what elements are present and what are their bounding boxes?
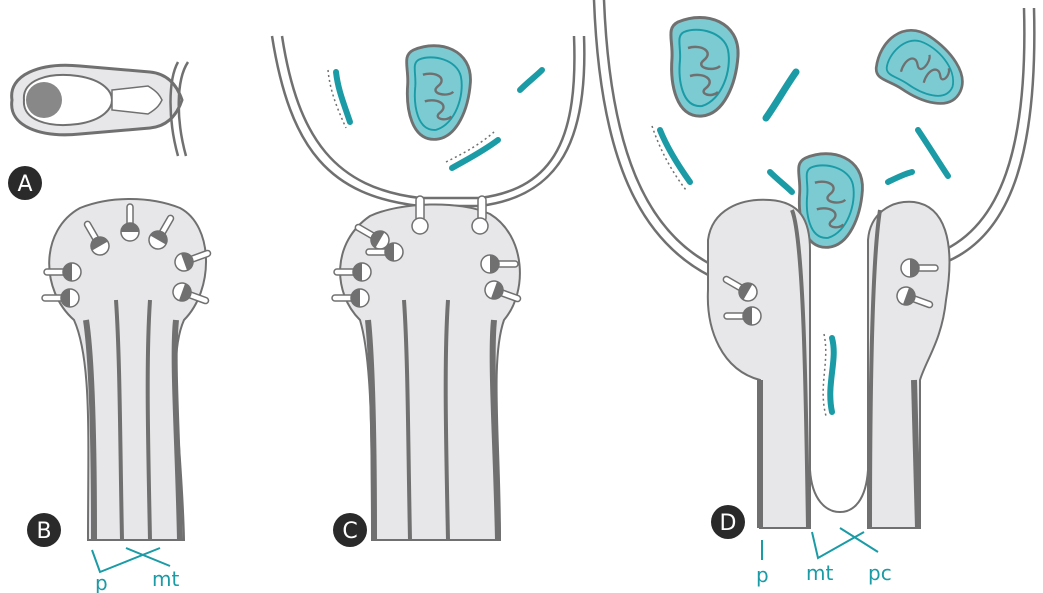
panel-d-right-process [868, 202, 949, 528]
panel-d-microtubule [914, 380, 918, 528]
panel-d-er-fragment [888, 172, 912, 182]
panel-d-er-fragment [766, 72, 796, 118]
panel-d-mitochondrion [671, 17, 738, 116]
panel-d-er-fragment [830, 338, 833, 412]
panel-d [594, 0, 1034, 528]
panel-d-mitochondrion [869, 19, 976, 116]
panel-b [42, 199, 213, 540]
panel-d-label-mt: mt [806, 561, 833, 585]
panel-d-er-fragment [660, 130, 690, 182]
panel-c-er-fragment [452, 140, 498, 168]
panel-d-annotations: p mt pc [756, 528, 892, 587]
panel-b-annotations: p mt [92, 548, 179, 593]
panel-b-label-mt: mt [152, 567, 179, 591]
panel-c-mitochondrion [407, 46, 471, 140]
panel-a [12, 62, 188, 156]
panel-d-label-pc: pc [868, 561, 892, 585]
svg-text:D: D [720, 511, 737, 536]
panel-a-nucleus [26, 82, 62, 118]
panel-d-label: D [711, 505, 745, 539]
panel-b-label-p: p [95, 571, 108, 593]
svg-text:C: C [342, 519, 357, 544]
svg-text:B: B [36, 519, 51, 544]
panel-c-microtubule [446, 300, 448, 540]
panel-c-er-fragment [336, 72, 350, 122]
panel-b-microtubule [148, 300, 150, 540]
panel-a-neck [112, 86, 162, 114]
panel-c [272, 36, 584, 540]
panel-d-postsynaptic-membrane [940, 8, 1034, 262]
panel-d-er-fragment [770, 172, 792, 192]
panel-d-er-fragment [918, 130, 948, 176]
panel-c-label: C [333, 513, 367, 547]
panel-c-er-fragment [520, 70, 542, 90]
panel-d-pocket [810, 470, 868, 512]
panel-b-label: B [27, 513, 61, 547]
svg-text:A: A [17, 172, 32, 197]
panel-d-label-p: p [756, 563, 769, 587]
panel-c-microtubule [368, 320, 374, 540]
panel-a-label: A [8, 166, 42, 200]
panel-d-leader-lines [762, 528, 878, 560]
panel-b-cell-body [49, 199, 206, 540]
